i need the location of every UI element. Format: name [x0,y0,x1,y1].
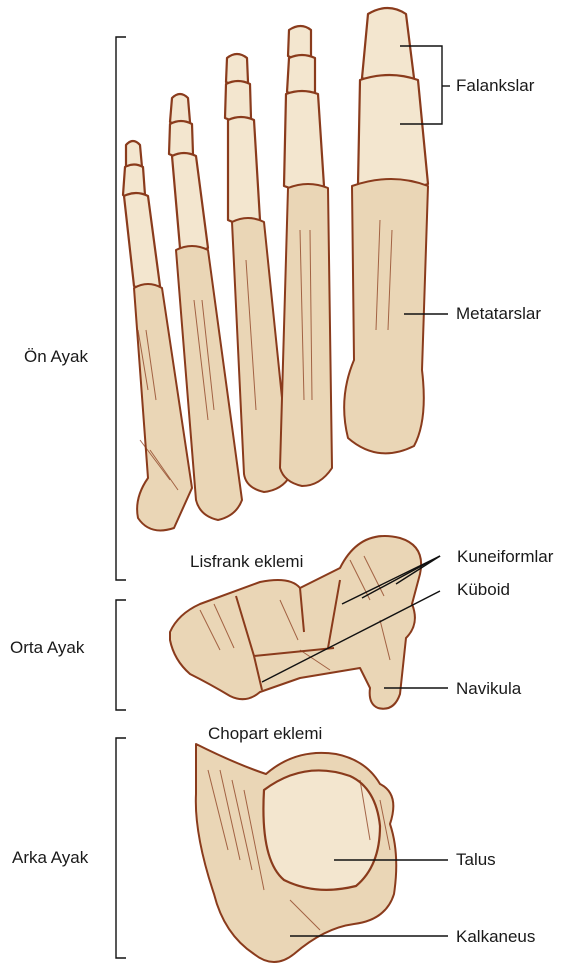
toe-1 [344,8,428,453]
label-metatarslar: Metatarslar [456,304,541,324]
label-talus: Talus [456,850,496,870]
label-arka-ayak: Arka Ayak [12,848,88,868]
label-kuneiformlar: Kuneiformlar [457,547,553,567]
forefoot-bones [123,8,428,530]
label-chopart-joint: Chopart eklemi [208,724,322,744]
midfoot-bracket [116,600,126,710]
hindfoot-bones [196,744,396,962]
label-kuboid: Küboid [457,580,510,600]
label-lisfrank-joint: Lisfrank eklemi [190,552,303,572]
label-on-ayak: Ön Ayak [24,347,88,367]
label-kalkaneus: Kalkaneus [456,927,535,947]
label-falankslar: Falankslar [456,76,534,96]
hindfoot-bracket [116,738,126,958]
forefoot-bracket [116,37,126,580]
toe-2 [280,26,332,486]
label-navikula: Navikula [456,679,521,699]
label-orta-ayak: Orta Ayak [10,638,84,658]
